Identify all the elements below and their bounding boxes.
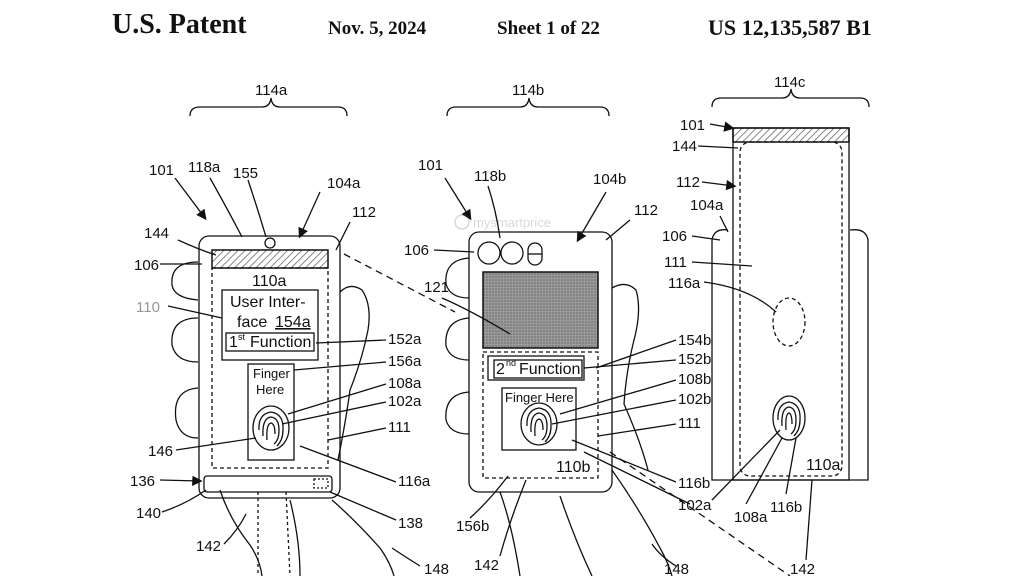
phone-a (171, 235, 456, 576)
ref-138: 138 (398, 515, 423, 532)
ref-136: 136 (130, 473, 155, 490)
ref-106-c: 106 (662, 228, 687, 245)
ui-ref-154a: 154a (275, 314, 311, 331)
screen-label-110b: 110b (556, 459, 591, 476)
screen-label-110a: 110a (252, 273, 287, 290)
ref-118a: 118a (188, 159, 221, 176)
ref-116a-a: 116a (398, 473, 431, 490)
ref-152a: 152a (388, 331, 422, 348)
ref-108a-a: 108a (388, 375, 422, 392)
ref-146: 146 (148, 443, 173, 460)
ref-148-a: 148 (424, 561, 449, 576)
ui-line-1: User Inter- (230, 294, 306, 311)
ref-108a-c: 108a (734, 509, 768, 526)
ref-114c: 114c (774, 74, 806, 91)
ref-102a-b: 102a (678, 497, 712, 514)
ref-144-a: 144 (144, 225, 169, 242)
ref-148-b: 148 (664, 561, 689, 576)
func-2-num: 2 (496, 361, 505, 378)
ref-111-c: 111 (664, 254, 687, 271)
ref-110: 110 (136, 299, 160, 316)
ref-156b: 156b (456, 518, 489, 535)
finger-here-b: Finger Here (505, 390, 574, 405)
patent-number: US 12,135,587 B1 (708, 15, 872, 40)
ref-142-b: 142 (474, 557, 499, 574)
ref-114b: 114b (512, 82, 544, 99)
brace-c (711, 88, 870, 108)
patent-title: U.S. Patent (112, 9, 247, 40)
ref-101-c: 101 (680, 117, 705, 134)
ref-116b-c: 116b (770, 499, 802, 516)
ref-111-b: 111 (678, 415, 701, 432)
watermark-text: mysmartprice (473, 215, 551, 230)
func-1-text: Function (250, 334, 311, 351)
func-1-num: 1 (229, 334, 238, 351)
ui-line-2: face (237, 314, 267, 331)
phone-b (445, 231, 791, 576)
ref-102b: 102b (678, 391, 711, 408)
ref-116b-b: 116b (678, 475, 710, 492)
func-1-sup: st (238, 332, 246, 342)
ref-154b: 154b (678, 332, 711, 349)
watermark-logo-icon (454, 214, 470, 230)
ref-142-c: 142 (790, 561, 815, 576)
ref-112-b: 112 (634, 202, 658, 219)
ref-144-c: 144 (672, 138, 697, 155)
patent-date: Nov. 5, 2024 (328, 18, 427, 39)
ref-106-b: 106 (404, 242, 429, 259)
func-2-text: Function (519, 361, 580, 378)
ref-104a: 104a (327, 175, 361, 192)
ref-116a-c: 116a (668, 275, 701, 292)
ref-104b: 104b (593, 171, 626, 188)
ref-102a-a: 102a (388, 393, 422, 410)
ref-104a-c: 104a (690, 197, 724, 214)
ref-112-a: 112 (352, 204, 376, 221)
ref-101-b: 101 (418, 157, 443, 174)
ref-152b: 152b (678, 351, 711, 368)
ref-106-a: 106 (134, 257, 159, 274)
brace-a (189, 97, 348, 117)
func-2-sup: nd (506, 358, 516, 368)
watermark: mysmartprice (454, 214, 551, 230)
ref-111-a: 111 (388, 419, 411, 436)
sheet-number: Sheet 1 of 22 (497, 18, 600, 39)
finger-line-1: Finger (253, 366, 291, 381)
ref-140: 140 (136, 505, 161, 522)
ref-155: 155 (233, 165, 258, 182)
screen-label-110a-c: 110a (806, 457, 841, 474)
finger-line-2: Here (256, 382, 284, 397)
ref-121: 121 (424, 279, 449, 296)
ref-101-a: 101 (149, 162, 174, 179)
ref-114a: 114a (255, 82, 288, 99)
ref-118b: 118b (474, 168, 506, 185)
ref-108b: 108b (678, 371, 711, 388)
ref-156a: 156a (388, 353, 422, 370)
phone-c (711, 127, 869, 481)
ref-112-c: 112 (676, 174, 700, 191)
brace-b (446, 97, 610, 117)
ref-142-a: 142 (196, 538, 221, 555)
